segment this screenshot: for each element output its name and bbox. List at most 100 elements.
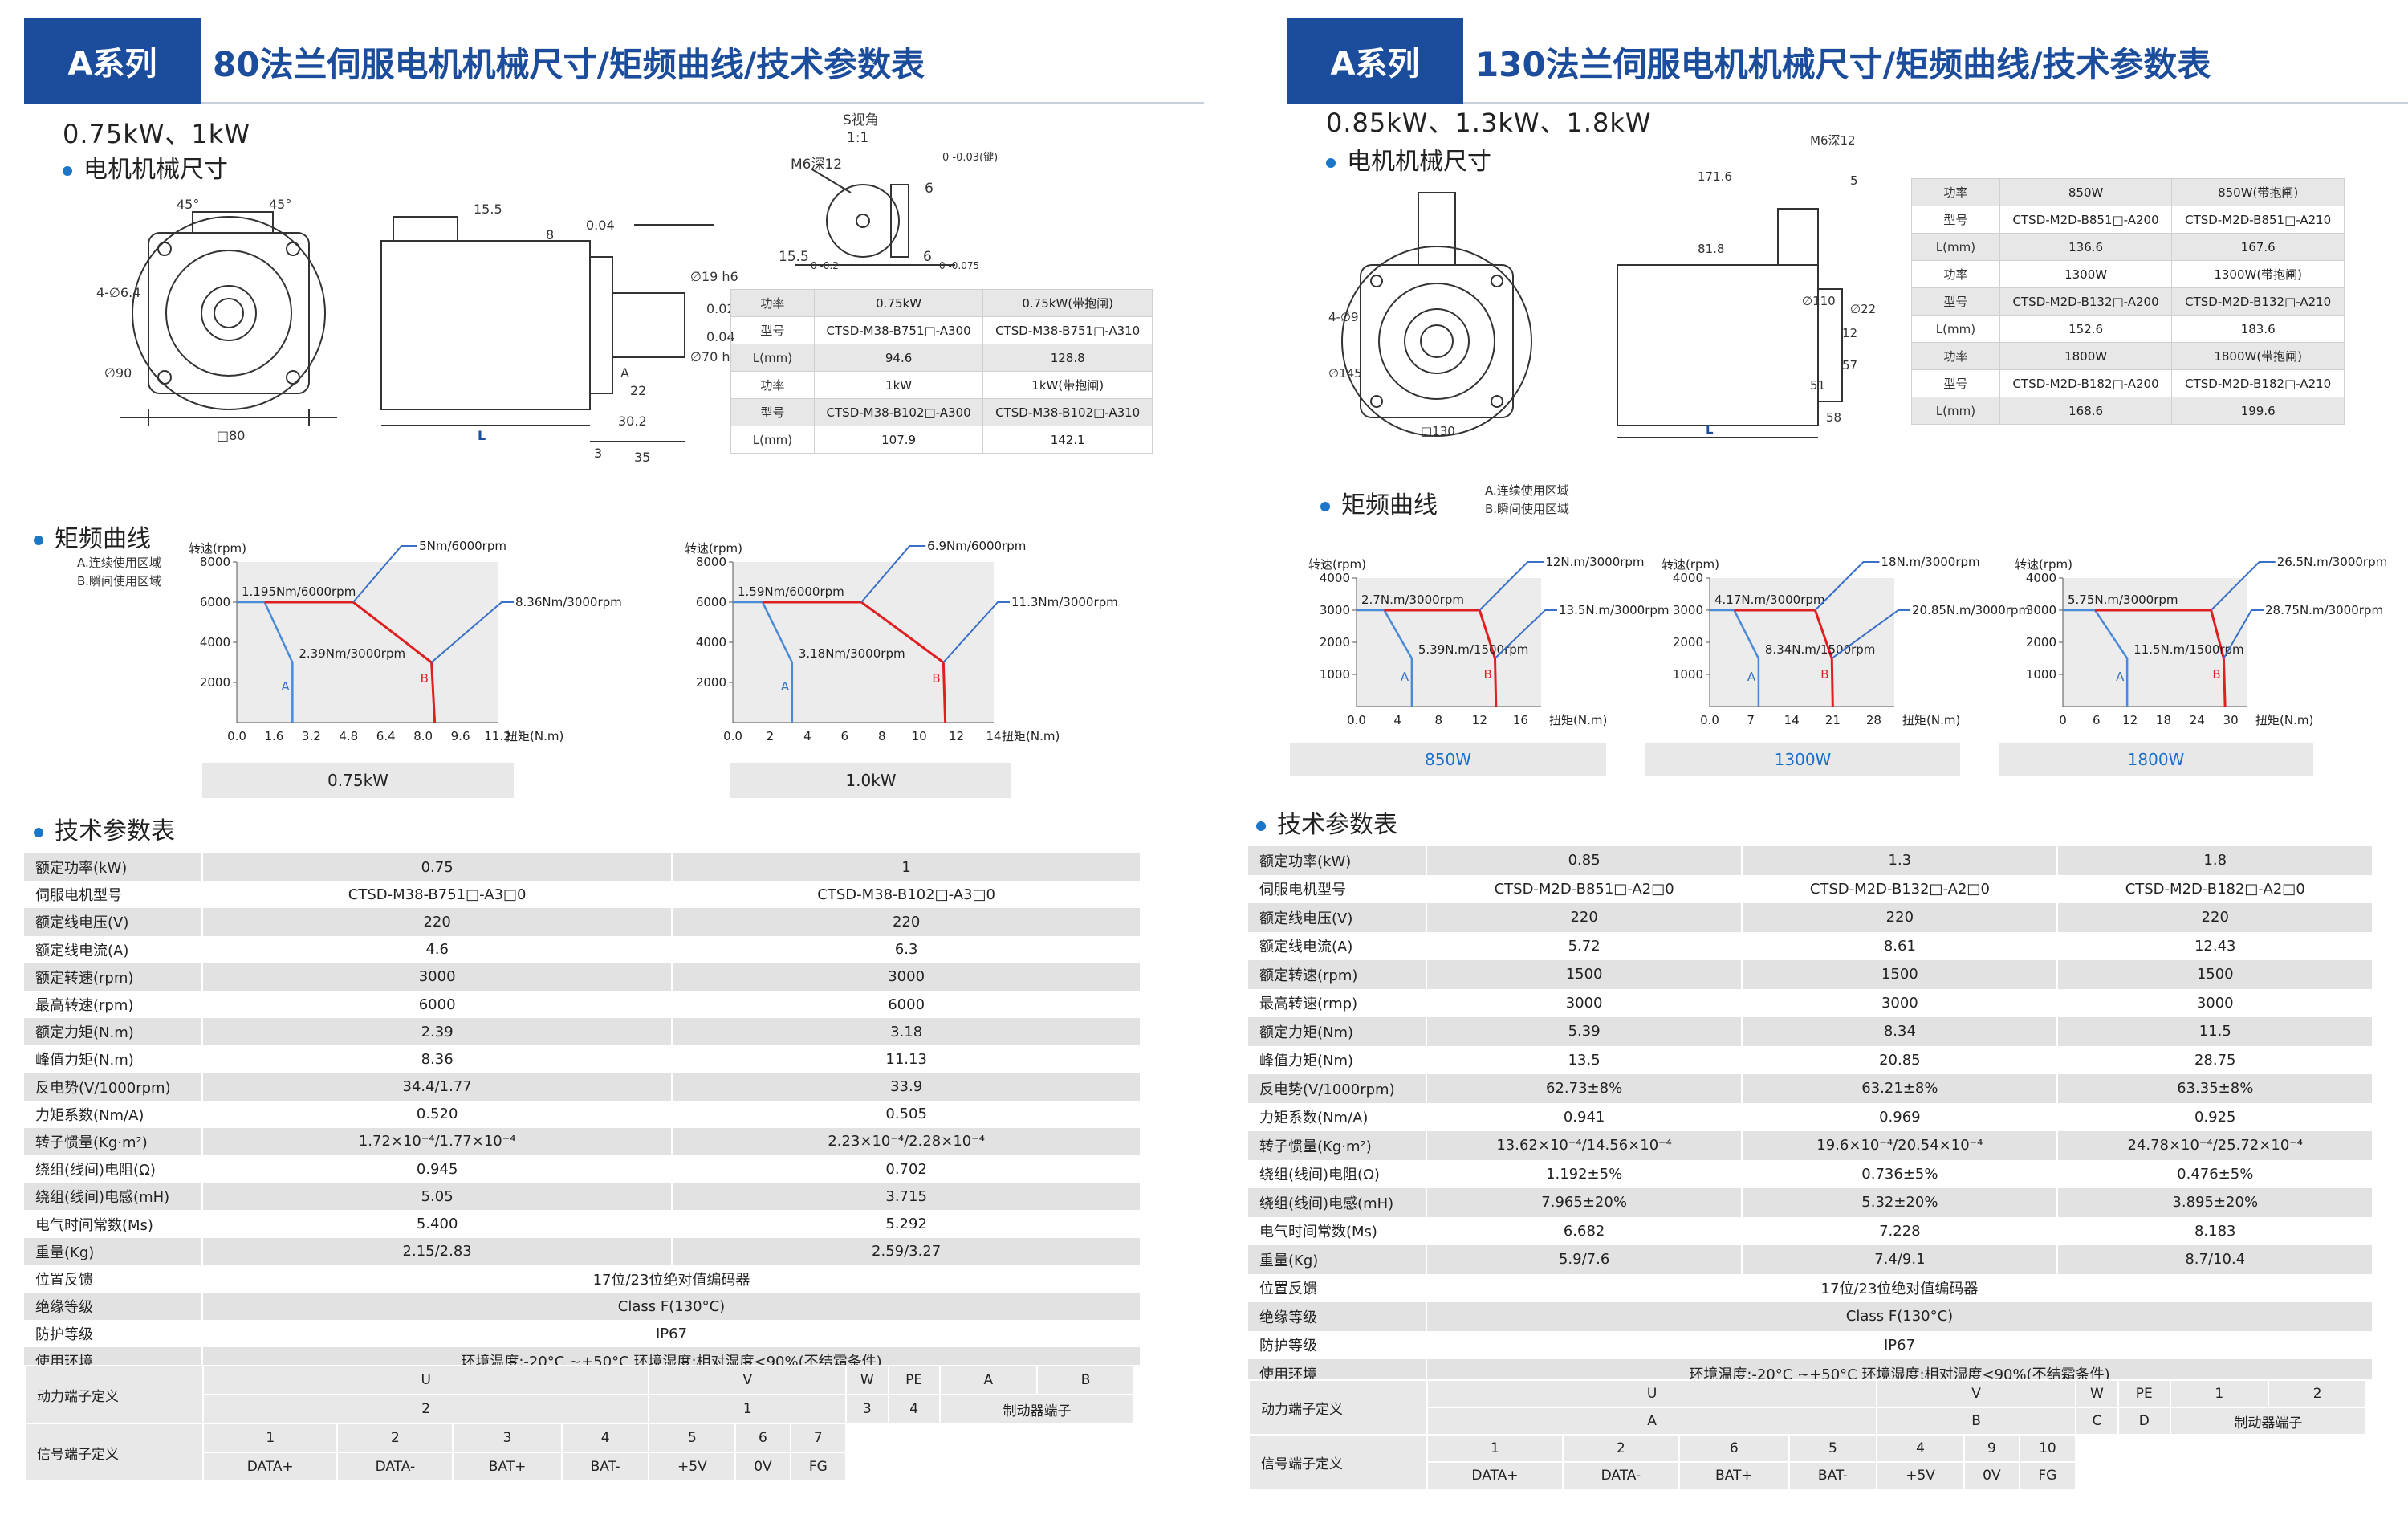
spec-key: 电气时间常数(Ms) [1259,1224,1377,1241]
table-cell: 850W [1999,178,2173,206]
spec-value: 63.35±8% [2056,1074,2372,1103]
angle-label: 45° [177,197,199,212]
y-tick-label: 2000 [696,675,726,690]
spec-title-text: 技术参数表 [1277,811,1397,839]
legend-b: B.瞬间使用区域 [1485,502,1570,516]
x-tick-label: 8.0 [413,729,433,743]
x-tick-label: 12 [1472,713,1487,727]
data-label: 18N.m/3000rpm [1881,555,1979,569]
peak-zone-line [264,601,437,723]
spec-key: 额定线电流(A) [35,942,129,959]
terminal-cell: 4 [560,1423,650,1453]
y-tick-label: 1000 [2026,667,2056,682]
signal-terminal-label: 信号端子定义 [24,1423,204,1482]
spec-row: 绕组(线间)电感(mH)7.965±20%5.32±20%3.895±20% [1248,1188,2372,1217]
row-header: 功率 [1911,178,2000,206]
terminal-cell: 2 [2267,1379,2368,1408]
x-tick-label: 7 [1747,713,1755,727]
terminal-cell: W [845,1365,889,1395]
spec-value: 33.9 [671,1073,1140,1101]
y-tick-label: 2000 [1673,635,1703,650]
table-cell: 128.8 [982,344,1153,372]
spec-key: 力矩系数(Nm/A) [1259,1110,1369,1127]
spec-value: 28.75 [2056,1045,2372,1074]
spec-value: 5.9/7.6 [1425,1245,1743,1274]
row-header: 型号 [1911,206,2000,234]
dim-label: 15.5 [779,249,809,265]
y-tick-label: 8000 [200,555,230,569]
legend-a: A.连续使用区域 [77,556,161,570]
table-cell: 167.6 [2171,233,2345,261]
leader-line [1494,609,1557,659]
zone-a-label: A [281,679,290,694]
spec-key: 转子惯量(Kg·m²) [24,1127,202,1156]
spec-value: 5.32±20% [1741,1188,2058,1217]
torque-title-text: 矩频曲线 [55,525,151,553]
x-axis-label: 扭矩(N.m) [1902,713,1960,727]
table-cell: CTSD-M2D-B132□-A200 [1999,287,2173,316]
right-page: A系列 130法兰伺服电机机械尺寸/矩频曲线/技术参数表 0.85kW、1.3k… [1248,0,2408,1515]
signal-terminal-label: 信号端子定义 [1248,1434,1428,1490]
torque-title-text: 矩频曲线 [1341,491,1438,519]
row-header: L(mm) [730,344,815,372]
spec-value: 17位/23位绝对值编码器 [201,1265,1140,1293]
dim-label: ∅110 [1802,294,1836,308]
data-label: 3.18Nm/3000rpm [799,646,905,661]
x-tick-label: 4 [803,729,811,743]
x-axis-label: 扭矩(N.m) [1002,729,1060,743]
table-cell: 107.9 [813,426,984,454]
y-tick-label: 6000 [696,595,726,609]
table-cell: 94.6 [813,344,984,372]
spec-value: CTSD-M2D-B851□-A2□0 [1425,874,1743,903]
spec-value: 8.7/10.4 [2056,1245,2372,1274]
spec-value: 0.736±5% [1741,1159,2058,1188]
spec-value: 3000 [671,963,1140,991]
x-tick-label: 10 [912,729,927,743]
terminal-cell: DATA- [336,1452,454,1482]
spec-value: CTSD-M38-B102□-A3□0 [671,881,1140,909]
spec-value: 220 [671,908,1140,936]
table-cell: 0.75kW [813,289,984,317]
y-tick-label: 2000 [1320,635,1350,650]
dim-label: 22 [630,383,646,398]
chart-caption: 1300W [1645,743,1960,776]
table-cell: 152.6 [1999,315,2173,343]
terminal-cell: +5V [648,1452,737,1482]
terminal-cell: 4 [887,1394,941,1424]
leader-line [2210,561,2276,611]
spec-key: 绕组(线间)电感(mH) [24,1183,202,1211]
data-label: 8.36Nm/3000rpm [515,595,622,609]
data-label: 5Nm/6000rpm [419,539,506,553]
spec-value: 0.520 [201,1100,673,1128]
tolerance-label: 0 -0.2 [811,260,839,271]
spec-value: 0.75 [201,853,673,882]
spec-value: 7.965±20% [1425,1188,1743,1217]
spec-value: 5.05 [201,1183,673,1211]
x-tick-label: 12 [949,729,964,743]
row-header: 功率 [1911,342,2000,370]
bullet-icon [1326,157,1336,168]
spec-value: 1.3 [1741,846,2058,875]
hole-label: 4-∅6.4 [96,285,140,300]
terminal-cell: +5V [1876,1461,1966,1490]
terminal-cell: U [1426,1379,1878,1408]
power-terminal-label: 动力端子定义 [24,1365,204,1424]
terminal-cell: DATA+ [201,1452,339,1482]
tolerance-label: 0.04 [586,218,615,233]
table-cell: CTSD-M38-B751□-A310 [982,316,1153,344]
terminal-cell: 0V [734,1452,791,1482]
terminal-cell: 3 [452,1423,563,1453]
